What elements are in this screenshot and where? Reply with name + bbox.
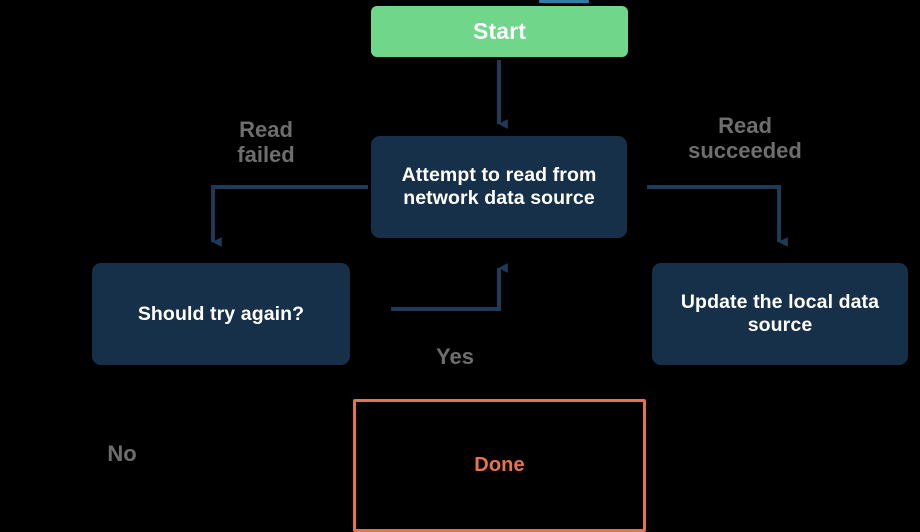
edge-label-read-failed: Read failed [237,117,295,168]
edge-attempt-to-update [647,185,788,247]
node-start-label: Start [473,17,526,44]
node-attempt-label: Attempt to read from network data source [401,164,597,209]
node-should-try-again[interactable]: Should try again? [92,263,350,365]
node-update-label: Update the local data source [680,291,880,336]
edge-label-read-succeeded: Read succeeded [688,113,802,164]
node-start[interactable]: Start [371,6,628,57]
node-attempt-to-read[interactable]: Attempt to read from network data source [371,136,627,238]
edge-label-yes: Yes [436,344,474,369]
edge-label-no: No [107,441,137,466]
node-done-label: Done [474,453,525,476]
node-done[interactable]: Done [353,399,646,532]
start-box-top-sliver [539,0,589,3]
node-update-local-data-source[interactable]: Update the local data source [652,263,908,365]
edge-retry-to-attempt-yes [391,263,508,311]
edge-attempt-to-retry [211,185,368,247]
node-retry-label: Should try again? [137,302,305,325]
